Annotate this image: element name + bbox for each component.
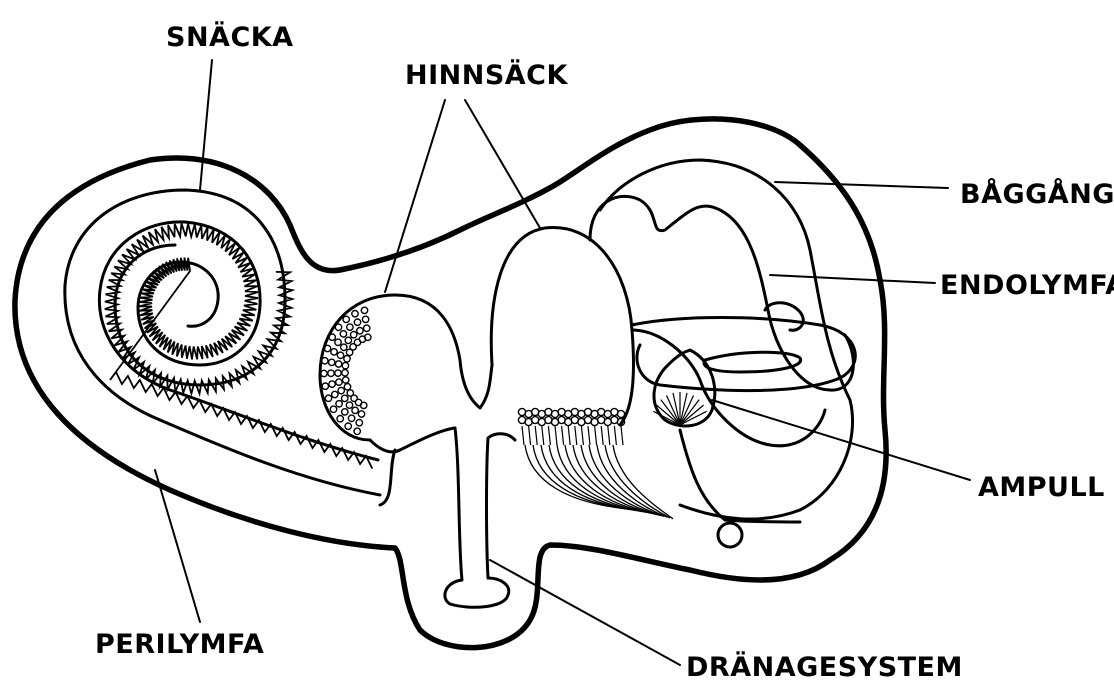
hair-cell — [362, 316, 368, 322]
drainage-left-branch — [380, 450, 395, 505]
ampulla-crista-hair-cells — [653, 392, 706, 425]
hair-cell — [341, 344, 347, 350]
hair-cell-stalk — [542, 426, 544, 445]
hair-cell — [354, 319, 360, 325]
hair-cell — [343, 377, 349, 383]
semicircular-canal-inner — [590, 196, 853, 390]
hair-cell — [348, 415, 354, 421]
endolymphatic-duct — [445, 428, 515, 607]
hair-cell — [347, 390, 353, 396]
hair-cell — [345, 423, 351, 429]
hair-cell-stalk — [522, 426, 524, 445]
hair-cell — [337, 352, 343, 358]
hair-cell — [342, 395, 348, 401]
hair-cell-stalk — [608, 426, 610, 445]
nerve-ganglion — [718, 523, 742, 547]
hair-cell — [335, 370, 341, 376]
hair-cell — [352, 407, 358, 413]
hair-cell-stalk — [529, 426, 531, 445]
hair-cell-stalk — [562, 426, 564, 445]
hair-cell-stalk — [555, 426, 557, 445]
cochlea-hair-cells — [105, 223, 372, 468]
hair-cell — [342, 370, 348, 376]
leader-endolymfa — [770, 275, 935, 283]
hair-cell — [329, 359, 335, 365]
hair-cell — [358, 411, 364, 417]
vestibular-nerve-fibres — [525, 445, 673, 519]
hair-cell — [340, 331, 346, 337]
hair-cell — [332, 391, 338, 397]
hair-cell — [328, 370, 334, 376]
ampulla-nerve — [680, 430, 800, 522]
hair-cell — [330, 406, 336, 412]
utricle — [491, 227, 633, 425]
label-endolymfa: ENDOLYMFA — [940, 270, 1114, 301]
leader-baggang — [775, 182, 948, 188]
hair-cell-stalk — [575, 426, 577, 445]
hair-cell — [325, 395, 331, 401]
leader-hinnsack-saccule — [385, 100, 445, 292]
hair-cell — [346, 402, 352, 408]
hair-cell — [322, 383, 328, 389]
hair-cell — [321, 370, 327, 376]
nerve-fibre — [589, 445, 664, 516]
label-snacka: SNÄCKA — [166, 21, 294, 53]
label-perilymfa: PERILYMFA — [95, 629, 264, 660]
hair-cell-stalk — [601, 426, 603, 445]
hair-cell — [364, 325, 370, 331]
hair-cell — [352, 311, 358, 317]
hair-cell — [342, 363, 348, 369]
hair-cell — [322, 358, 328, 364]
hair-cell — [329, 334, 335, 340]
hair-cell-stalk — [581, 426, 583, 445]
hair-cell-stalk — [621, 426, 623, 445]
hair-cell — [356, 420, 362, 426]
hair-cell-stalk — [595, 426, 597, 445]
hair-cell — [617, 410, 624, 417]
label-baggang: BÅGGÅNG — [960, 178, 1114, 210]
hair-cell-stalk — [548, 426, 550, 445]
hair-cell — [324, 345, 330, 351]
hair-cell — [342, 409, 348, 415]
hair-cell-stalk — [614, 426, 616, 445]
hair-cell — [344, 384, 350, 390]
label-ampull: AMPULL — [978, 472, 1105, 503]
hair-cell — [336, 379, 342, 385]
hair-cell — [345, 337, 351, 343]
hair-cell — [357, 328, 363, 334]
hair-cell — [338, 387, 344, 393]
outer-bony-labyrinth-outline — [15, 119, 886, 648]
hair-cell — [343, 316, 349, 322]
hair-cell — [337, 416, 343, 422]
hair-cell — [351, 332, 357, 338]
hair-cell — [344, 356, 350, 362]
leader-snacka — [200, 60, 212, 190]
hair-cell — [336, 401, 342, 407]
utricle-macula-hair-cells — [518, 408, 624, 445]
hair-cell — [335, 339, 341, 345]
label-hinnsack: HINNSÄCK — [405, 59, 568, 91]
hair-cell — [361, 307, 367, 313]
hair-cell-stalk — [588, 426, 590, 445]
saccule-lower — [370, 428, 455, 452]
hair-cell-stalk — [568, 426, 570, 445]
label-dranagesystem: DRÄNAGESYSTEM — [686, 651, 963, 683]
leader-dranagesystem — [490, 560, 680, 665]
hair-cell — [347, 324, 353, 330]
hair-cell — [335, 361, 341, 367]
hair-cell-stalk — [535, 426, 537, 445]
hair-cell — [354, 428, 360, 434]
saccule-macula-hair-cells — [321, 307, 371, 434]
hair-cell — [335, 324, 341, 330]
hair-cell — [329, 381, 335, 387]
semicircular-canal-loop-inner — [704, 352, 801, 372]
hair-cell — [331, 349, 337, 355]
